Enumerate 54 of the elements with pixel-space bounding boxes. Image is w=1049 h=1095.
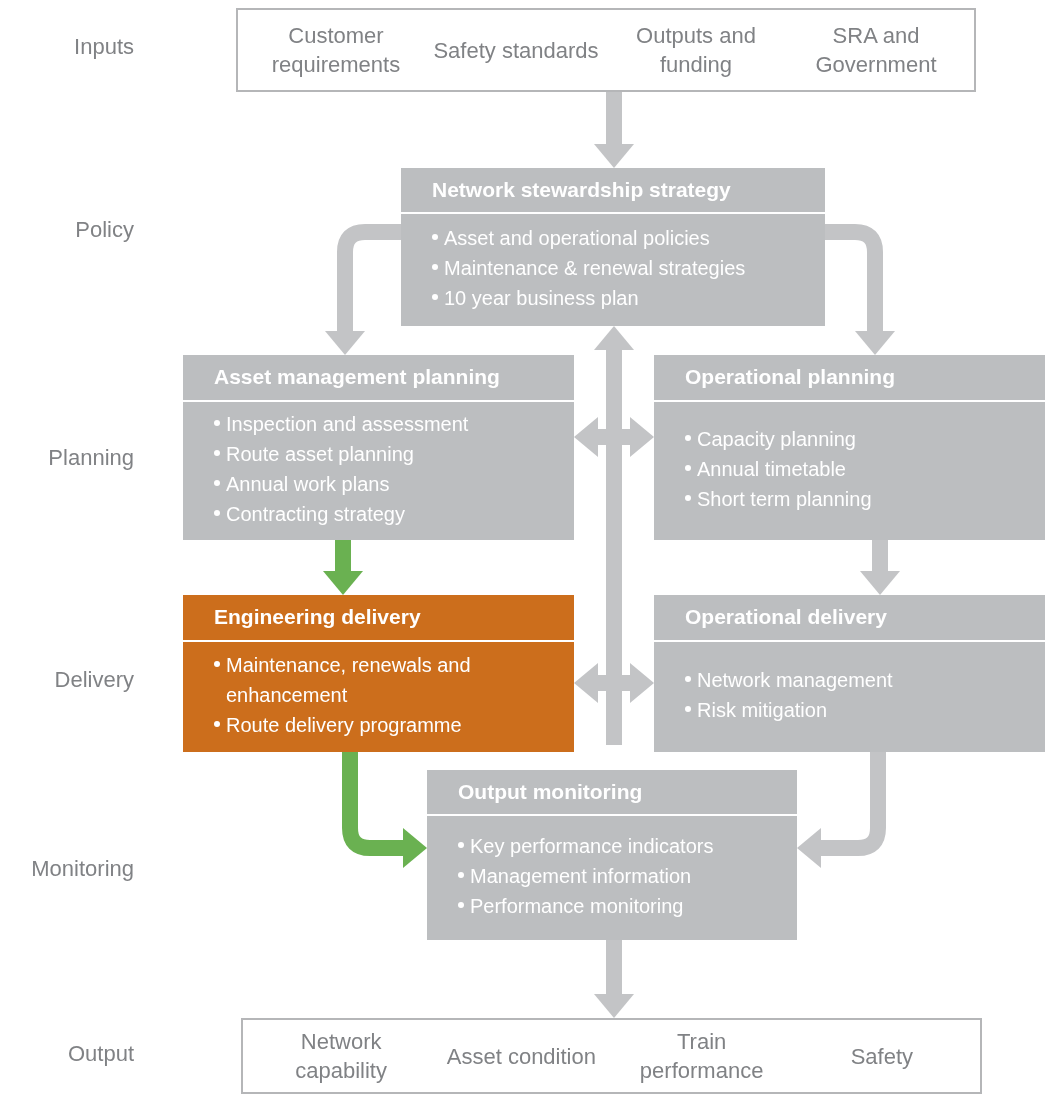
box-heading: Network stewardship strategy (432, 176, 731, 203)
process-box (401, 168, 825, 326)
process-box (654, 595, 1045, 752)
process-box (427, 770, 797, 940)
bullet-text: 10 year business plan (444, 286, 639, 311)
bullet-text: Asset and operational policies (444, 226, 710, 251)
box-text: Safety (849, 1042, 915, 1071)
box-text: Network capability (294, 1028, 388, 1085)
bullet-text: Route asset planning (226, 442, 414, 467)
box-heading: Output monitoring (458, 778, 643, 805)
box-text: Customer requirements (270, 22, 402, 79)
process-box (183, 595, 574, 752)
arrow (860, 540, 900, 595)
stage-label: Planning (48, 447, 134, 469)
box-heading: Asset management planning (214, 364, 500, 391)
bullet-text: Annual timetable (697, 457, 846, 482)
box-text: Safety standards (432, 36, 600, 65)
arrow (323, 540, 363, 595)
arrow (797, 752, 886, 868)
arrow (574, 663, 654, 703)
bullet-text: Key performance indicators (470, 834, 714, 859)
stage-label: Output (67, 1043, 134, 1065)
arrow (574, 417, 654, 457)
stage-label: Delivery (54, 669, 134, 691)
bullet-text: Short term planning (697, 487, 872, 512)
input-output-box (241, 1018, 982, 1094)
box-heading: Operational planning (685, 364, 895, 391)
bullet-text: Capacity planning (697, 427, 856, 452)
stage-label: Inputs (74, 36, 134, 58)
box-text: Outputs and funding (635, 22, 757, 79)
bullet-text: Maintenance, renewals and enhancement (226, 653, 472, 708)
bullet-text: Network management (697, 668, 893, 693)
bullet-text: Contracting strategy (226, 502, 405, 527)
arrow (342, 752, 427, 868)
arrow (594, 326, 634, 745)
bullet-text: Management information (470, 864, 692, 889)
bullet-text: Performance monitoring (470, 894, 684, 919)
process-box (183, 355, 574, 540)
box-text: Asset condition (445, 1042, 597, 1071)
box-text: Train performance (638, 1028, 765, 1085)
stage-label: Monitoring (31, 858, 134, 880)
box-heading: Engineering delivery (214, 604, 421, 631)
stage-label: Policy (75, 219, 134, 241)
bullet-text: Risk mitigation (697, 698, 828, 723)
box-heading: Operational delivery (685, 604, 887, 631)
bullet-text: Maintenance & renewal strategies (444, 256, 746, 281)
bullet-text: Inspection and assessment (226, 412, 469, 437)
bullet-text: Annual work plans (226, 472, 390, 497)
input-output-box (236, 8, 976, 92)
process-box (654, 355, 1045, 540)
arrow (594, 940, 634, 1018)
bullet-text: Route delivery programme (226, 713, 462, 738)
arrow (594, 92, 634, 168)
box-text: SRA and Government (814, 22, 938, 79)
